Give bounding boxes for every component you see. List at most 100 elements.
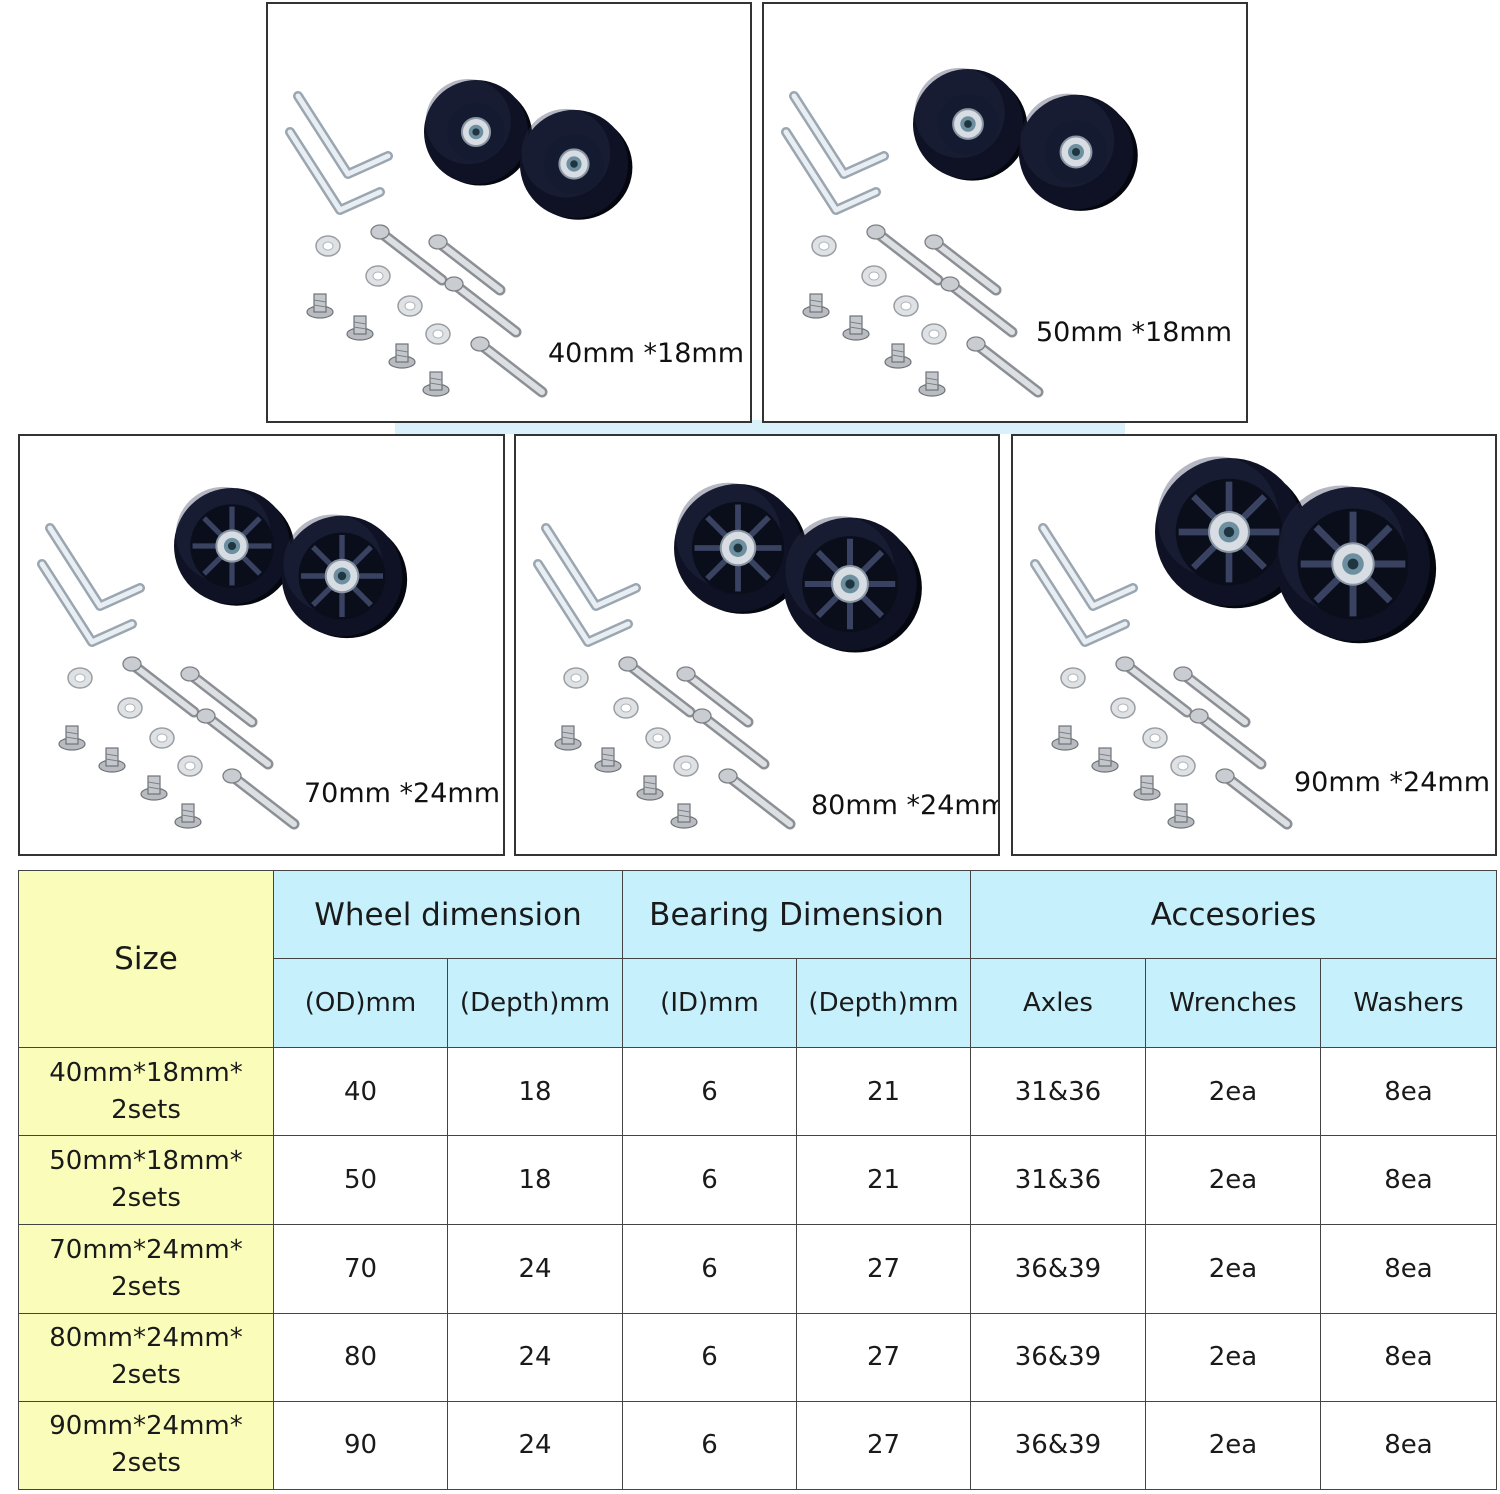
panel-size-label: 50mm *18mm (1036, 317, 1233, 348)
wrenches-cell: 2ea (1145, 1400, 1321, 1491)
product-panel-90mm: 90mm *24mm (1011, 434, 1497, 856)
subheader-wheel-depth: (Depth)mm (447, 958, 623, 1049)
od-cell: 50 (273, 1135, 448, 1225)
hex-wrench-icon (533, 559, 633, 647)
screw-icon (346, 315, 374, 341)
screw-icon (1051, 725, 1079, 751)
wheel-icon (1155, 456, 1309, 609)
wheel-icon (913, 67, 1028, 181)
bearing-depth-cell: 27 (796, 1312, 971, 1402)
axle-icon (924, 234, 1002, 296)
axle-icon (122, 656, 200, 718)
axle-icon (222, 768, 300, 830)
axles-cell: 36&39 (970, 1312, 1146, 1402)
wheel-kit-illustration (781, 67, 1138, 398)
screw-icon (140, 775, 168, 801)
hex-wrench-icon (293, 91, 393, 179)
axle-icon (428, 234, 506, 296)
panel-size-label: 90mm *24mm (1294, 767, 1491, 798)
screw-icon (1167, 803, 1195, 829)
axle-icon (676, 666, 754, 728)
screw-icon (1133, 775, 1161, 801)
size-cell-line: 70mm*24mm* (49, 1234, 243, 1265)
axle-icon (618, 656, 696, 718)
washer-icon (149, 727, 175, 749)
hex-wrench-icon (285, 127, 385, 215)
washer-icon (1142, 727, 1168, 749)
wheel-kit-illustration (1030, 456, 1437, 830)
axle-icon (966, 336, 1044, 398)
wheel-depth-cell: 24 (447, 1312, 623, 1402)
screw-icon (174, 803, 202, 829)
screw-icon (58, 725, 86, 751)
washers-cell: 8ea (1319, 1223, 1498, 1314)
axle-icon (470, 336, 548, 398)
washer-icon (613, 697, 639, 719)
wheel-icon (174, 486, 295, 606)
axle-icon (1189, 708, 1267, 770)
size-cell-line: 80mm*24mm* (49, 1323, 243, 1354)
product-panel-70mm: 70mm *24mm (18, 434, 505, 856)
washers-cell: 8ea (1319, 1047, 1498, 1137)
wrenches-cell: 2ea (1145, 1135, 1321, 1225)
washer-icon (811, 235, 837, 257)
washer-icon (67, 667, 93, 689)
subheader-wrenches: Wrenches (1145, 958, 1321, 1049)
washer-icon (1110, 697, 1136, 719)
subheader-bearing-depth: (Depth)mm (796, 958, 971, 1049)
axles-cell: 31&36 (970, 1047, 1146, 1137)
axle-icon (866, 224, 944, 286)
size-cell-line: 40mm*18mm* (49, 1057, 243, 1088)
id-cell: 6 (622, 1312, 797, 1402)
size-cell: 70mm*24mm*2sets (18, 1223, 274, 1314)
hex-wrench-icon (37, 559, 137, 647)
hex-wrench-icon (1038, 523, 1138, 611)
size-cell-line: 2sets (111, 1182, 181, 1213)
screw-icon (98, 747, 126, 773)
screw-icon (594, 747, 622, 773)
hex-wrench-icon (541, 523, 641, 611)
size-cell-line: 2sets (111, 1094, 181, 1125)
washer-icon (425, 323, 451, 345)
wheel-dimension-header: Wheel dimension (273, 869, 623, 960)
subheader-id: (ID)mm (622, 958, 797, 1049)
hex-wrench-icon (789, 91, 889, 179)
washer-icon (117, 697, 143, 719)
washer-icon (1060, 667, 1086, 689)
axle-icon (1115, 656, 1193, 718)
od-cell: 40 (273, 1047, 448, 1137)
screw-icon (842, 315, 870, 341)
wheel-kit-illustration (37, 486, 408, 830)
size-cell-line: 90mm*24mm* (49, 1411, 243, 1442)
id-cell: 6 (622, 1223, 797, 1314)
wheel-icon (519, 108, 633, 220)
panel-size-label: 70mm *24mm (304, 778, 501, 809)
axles-cell: 36&39 (970, 1400, 1146, 1491)
wheel-depth-cell: 24 (447, 1400, 623, 1491)
wheel-depth-cell: 18 (447, 1047, 623, 1137)
screw-icon (306, 293, 334, 319)
washers-cell: 8ea (1319, 1135, 1498, 1225)
screw-icon (918, 371, 946, 397)
washer-icon (563, 667, 589, 689)
screw-icon (802, 293, 830, 319)
spec-table: Size Wheel dimension Bearing Dimension A… (18, 869, 1498, 1491)
screw-icon (422, 371, 450, 397)
od-cell: 80 (273, 1312, 448, 1402)
wheel-kit-illustration (285, 78, 633, 398)
panel-size-label: 40mm *18mm (548, 338, 745, 369)
od-cell: 90 (273, 1400, 448, 1491)
washer-icon (397, 295, 423, 317)
bearing-depth-cell: 27 (796, 1223, 971, 1314)
hex-wrench-icon (781, 127, 881, 215)
product-panel-40mm: 40mm *18mm (266, 2, 752, 423)
washers-cell: 8ea (1319, 1312, 1498, 1402)
hex-wrench-icon (45, 523, 145, 611)
axle-icon (180, 666, 258, 728)
wheel-icon (783, 516, 922, 653)
wheel-depth-cell: 24 (447, 1223, 623, 1314)
